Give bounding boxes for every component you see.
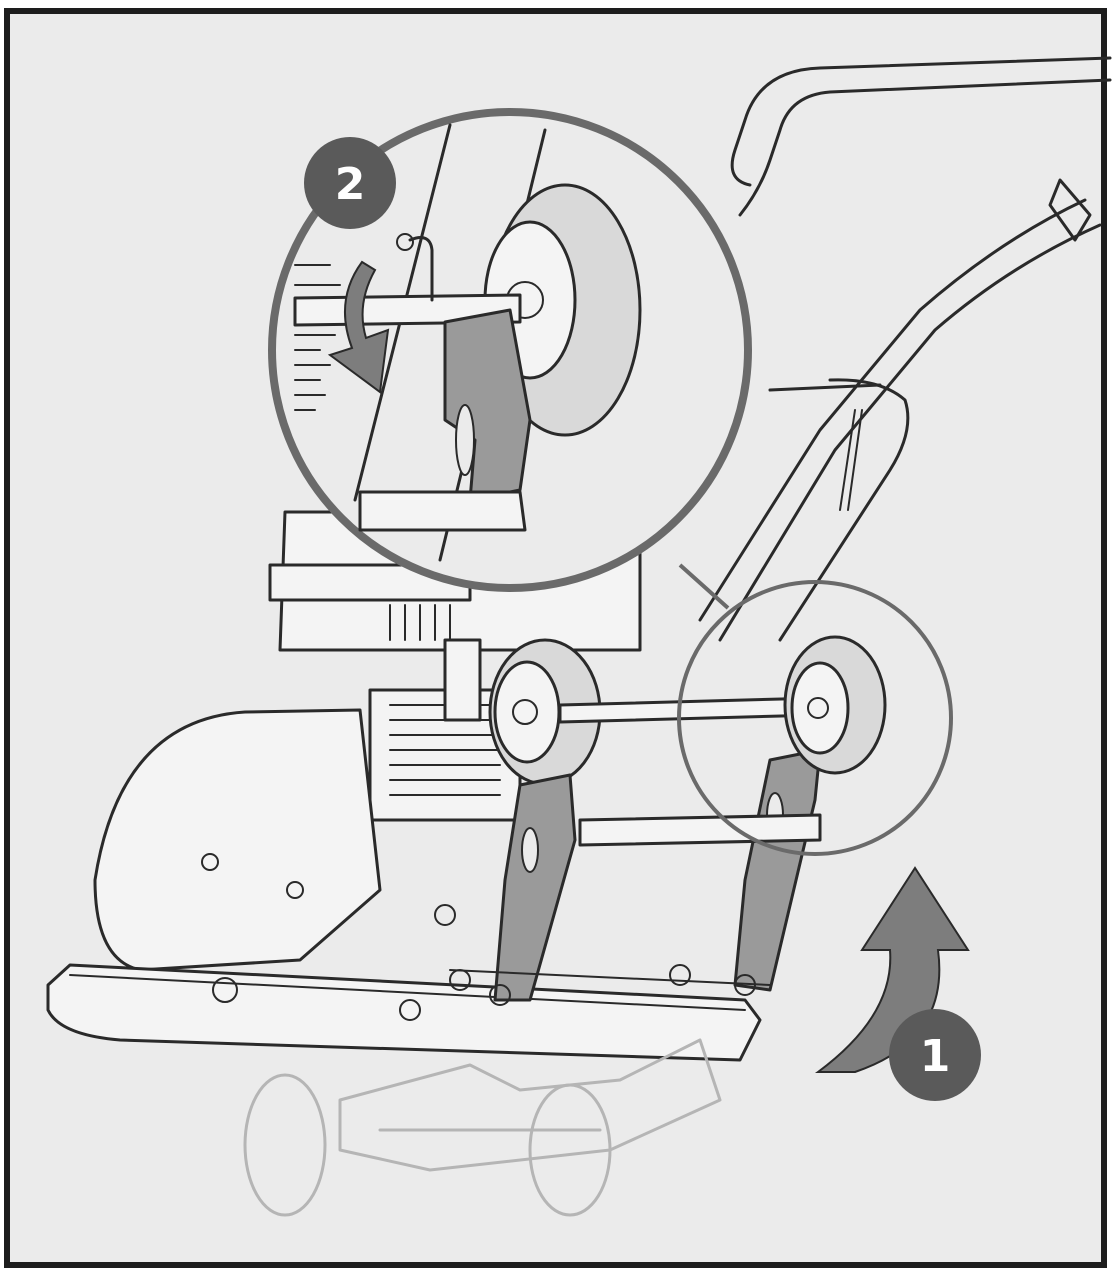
callout-leader — [678, 563, 730, 610]
wheel-bracket-right — [733, 748, 822, 992]
step-badge-2: 2 — [304, 137, 396, 229]
handle — [698, 56, 1112, 642]
step-badge-1: 1 — [889, 1009, 981, 1101]
wheel-bracket-left — [493, 773, 577, 1002]
detail-ring-small — [677, 580, 953, 856]
axles — [434, 696, 822, 1006]
step-number-2: 2 — [335, 159, 366, 210]
retracted-wheels — [243, 1038, 722, 1217]
step-number-1: 1 — [920, 1031, 951, 1082]
transport-wheel-front — [488, 638, 602, 786]
base-plate — [46, 963, 762, 1062]
flip-down-arrow — [327, 260, 390, 394]
belt-guard — [93, 708, 382, 972]
magnifier-callout — [268, 108, 752, 592]
